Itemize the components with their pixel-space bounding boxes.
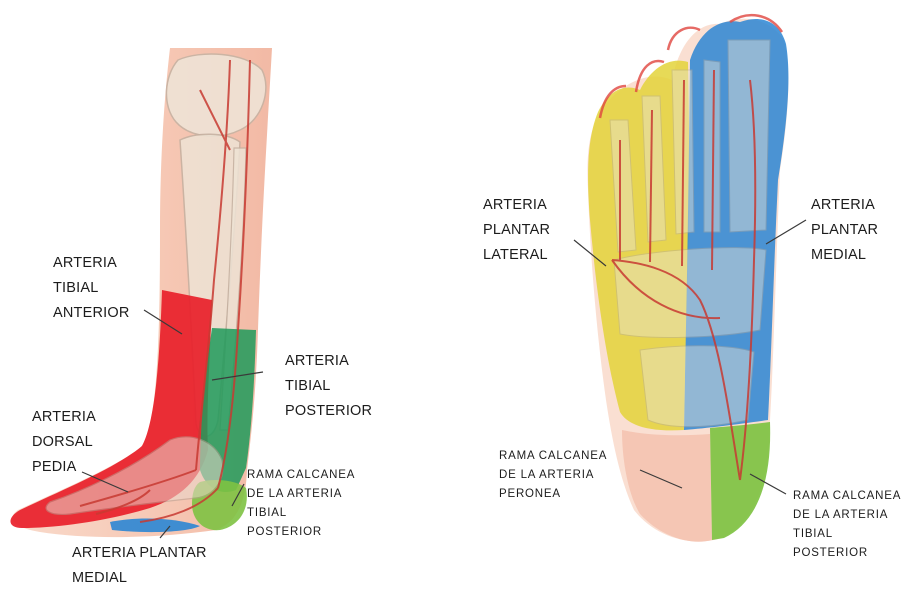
label-plantar-medial-right: ARTERIA PLANTAR MEDIAL [811,193,878,268]
label-rama-calcanea-tibial-right: RAMA CALCANEA DE LA ARTERIA TIBIAL POSTE… [793,487,901,563]
label-tibial-anterior: ARTERIA TIBIAL ANTERIOR [53,251,130,326]
foot-plantar-view [574,15,806,542]
label-plantar-lateral: ARTERIA PLANTAR LATERAL [483,193,550,268]
label-plantar-medial-left: ARTERIA PLANTAR MEDIAL [72,541,207,591]
zone-calcaneal-tibial-right [710,422,770,540]
label-rama-calcanea-tibial-left: RAMA CALCANEA DE LA ARTERIA TIBIAL POSTE… [247,466,355,542]
label-rama-calcanea-peronea: RAMA CALCANEA DE LA ARTERIA PERONEA [499,447,607,504]
label-tibial-posterior: ARTERIA TIBIAL POSTERIOR [285,349,372,424]
label-dorsal-pedia: ARTERIA DORSAL PEDIA [32,405,96,480]
zone-calcaneal-peroneal [622,430,712,542]
